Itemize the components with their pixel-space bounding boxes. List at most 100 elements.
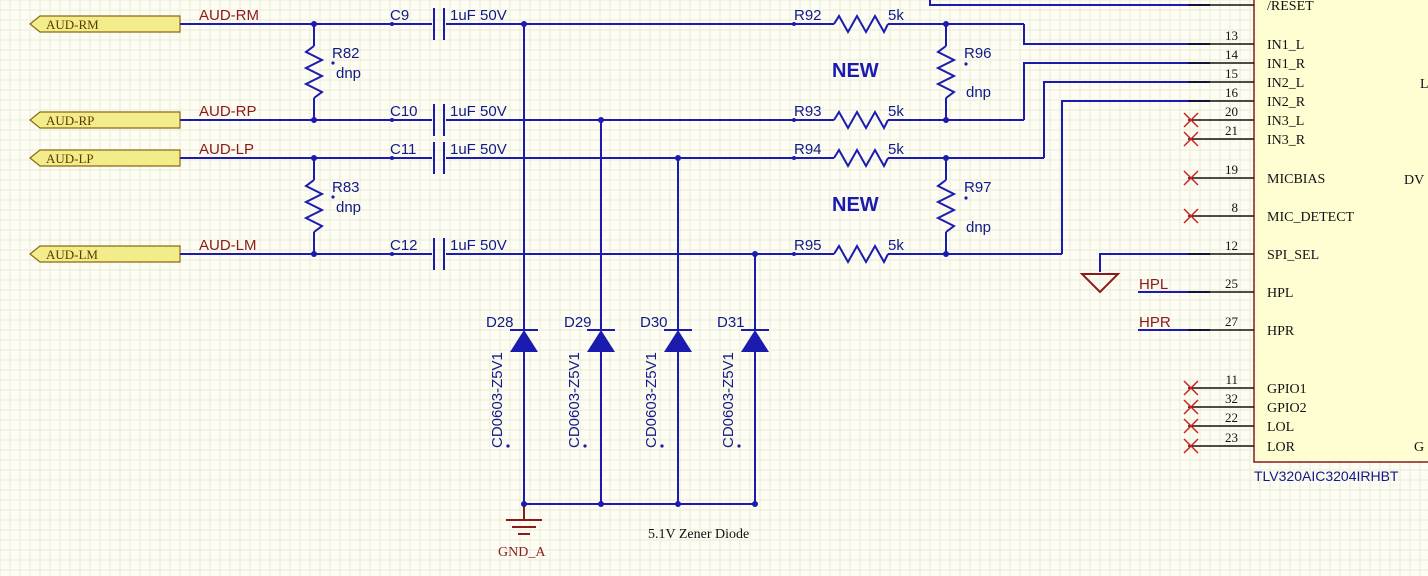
diode-part: CD0603-Z5V1 (720, 352, 737, 448)
resistor-value: 5k (888, 237, 904, 254)
ic-pin-micbias[interactable]: MICBIAS 19 (1183, 162, 1325, 187)
pin-name: LOL (1267, 420, 1294, 435)
capacitor-c10[interactable]: C10 1uF 50V (390, 103, 507, 136)
junctions (311, 21, 949, 507)
diode-d28[interactable]: D28 CD0603-Z5V1 (486, 314, 538, 448)
diode-d29[interactable]: D29 CD0603-Z5V1 (564, 314, 615, 448)
pin-number: 16 (1225, 85, 1239, 100)
pin-name: MICBIAS (1267, 172, 1325, 187)
port-aud-rm[interactable]: AUD-RM (29, 15, 181, 33)
resistor-ref: R95 (794, 237, 822, 254)
port-aud-lp[interactable]: AUD-LP (29, 149, 181, 167)
new-tag: NEW (832, 60, 879, 82)
ic-pin-in3-l[interactable]: IN3_L20 (1183, 104, 1304, 129)
port-label: AUD-RP (46, 113, 94, 128)
new-tag: NEW (832, 194, 879, 216)
capacitor-c12[interactable]: C12 1uF 50V (390, 237, 507, 270)
resistor-value: dnp (966, 219, 991, 236)
port-label: AUD-LP (46, 151, 94, 166)
port-aud-lm[interactable]: AUD-LM (29, 245, 181, 263)
ic-pin-gpio2[interactable]: GPIO2 32 (1183, 391, 1307, 416)
pin-number: 25 (1225, 276, 1238, 291)
cap-value: 1uF 50V (450, 141, 507, 158)
pin-number: 12 (1225, 238, 1238, 253)
ic-fragment: G (1414, 440, 1424, 455)
port-label: AUD-RM (46, 17, 99, 32)
pin-name: HPL (1267, 286, 1293, 301)
resistor-r94[interactable]: R94 5k (794, 141, 904, 169)
diode-d30[interactable]: D30 CD0603-Z5V1 (640, 314, 692, 448)
resistor-ref: R82 (332, 45, 360, 62)
resistor-r96[interactable]: R96 dnp (935, 45, 992, 101)
pin-number: 13 (1225, 28, 1238, 43)
ic-pin-in3-r[interactable]: IN3_R21 (1183, 123, 1306, 148)
pin-name: IN3_L (1267, 114, 1304, 129)
pin-number: 27 (1225, 314, 1239, 329)
pin-name: SPI_SEL (1267, 248, 1319, 263)
pin-number: 8 (1232, 200, 1239, 215)
capacitor-c9[interactable]: C9 1uF 50V (390, 7, 507, 40)
wires (180, 0, 1210, 520)
ic-pin-gpio1[interactable]: GPIO1 11 (1183, 372, 1307, 397)
cap-ref: C11 (390, 141, 416, 158)
port-aud-rp[interactable]: AUD-RP (29, 111, 181, 129)
pin-number: 11 (1225, 372, 1238, 387)
ic-pin-spi-sel[interactable]: SPI_SEL 12 (1188, 238, 1319, 263)
ic-pin-in2-r[interactable]: IN2_R 16 (1188, 85, 1306, 110)
ic-pins: /RESETIN1_L13IN1_R14IN2_L15IN2_R16IN3_L2… (1183, 0, 1355, 455)
ground-symbol[interactable]: GND_A (498, 519, 546, 560)
resistor-value: 5k (888, 103, 904, 120)
resistor-value: dnp (336, 65, 361, 82)
cap-ref: C9 (390, 7, 409, 24)
resistor-value: 5k (888, 141, 904, 158)
cap-ref: C10 (390, 103, 418, 120)
pin-number: 19 (1225, 162, 1238, 177)
net-label-aud-lp: AUD-LP (199, 141, 254, 158)
ic-pin--reset[interactable]: /RESET (1188, 0, 1314, 14)
ic-pin-hpr[interactable]: HPR 27 (1188, 314, 1295, 339)
cap-value: 1uF 50V (450, 103, 507, 120)
pin-name: IN2_R (1267, 95, 1306, 110)
pin-number: 32 (1225, 391, 1238, 406)
capacitor-c11[interactable]: C11 1uF 50V (390, 141, 507, 174)
pin-name: HPR (1267, 324, 1295, 339)
pin-number: 21 (1225, 123, 1238, 138)
ic-pin-in1-r[interactable]: IN1_R14 (1188, 47, 1306, 72)
ic-pin-lol[interactable]: LOL 22 (1183, 410, 1294, 435)
diode-part: CD0603-Z5V1 (643, 352, 660, 448)
resistor-value: dnp (966, 84, 991, 101)
resistor-r83[interactable]: R83 dnp (303, 179, 361, 233)
pin-name: GPIO1 (1267, 382, 1307, 397)
pin-name: MIC_DETECT (1267, 210, 1355, 225)
net-label-hpr: HPR (1139, 314, 1171, 331)
pin-number: 22 (1225, 410, 1238, 425)
net-label-aud-rp: AUD-RP (199, 103, 257, 120)
diode-part: CD0603-Z5V1 (566, 352, 583, 448)
resistor-ref: R83 (332, 179, 360, 196)
spi-sel-ground (1079, 273, 1121, 294)
cap-value: 1uF 50V (450, 237, 507, 254)
ic-tlv320aic3204[interactable]: TLV320AIC3204IRHBT L DV G (1253, 0, 1428, 484)
resistor-r82[interactable]: R82 dnp (303, 45, 361, 99)
cap-value: 1uF 50V (450, 7, 507, 24)
ic-pin-mic-detect[interactable]: MIC_DETECT 8 (1183, 200, 1355, 225)
diode-ref: D30 (640, 314, 668, 331)
diode-ref: D31 (717, 314, 745, 331)
resistor-r92[interactable]: R92 5k (794, 7, 904, 35)
resistor-r93[interactable]: R93 5k (794, 103, 904, 131)
resistor-r97[interactable]: R97 dnp (935, 179, 992, 236)
diode-d31[interactable]: D31 CD0603-Z5V1 (717, 314, 769, 448)
resistor-ref: R92 (794, 7, 822, 24)
resistor-value: 5k (888, 7, 904, 24)
pin-name: LOR (1267, 440, 1296, 455)
resistor-r95[interactable]: R95 5k (794, 237, 904, 265)
pin-name: GPIO2 (1267, 401, 1307, 416)
ic-pin-in1-l[interactable]: IN1_L 13 (1188, 28, 1304, 53)
pin-name: IN1_R (1267, 57, 1306, 72)
pin-name: IN1_L (1267, 38, 1304, 53)
ic-pin-in2-l[interactable]: IN2_L15 (1188, 66, 1304, 91)
resistor-ref: R93 (794, 103, 822, 120)
ic-pin-hpl[interactable]: HPL 25 (1188, 276, 1293, 301)
